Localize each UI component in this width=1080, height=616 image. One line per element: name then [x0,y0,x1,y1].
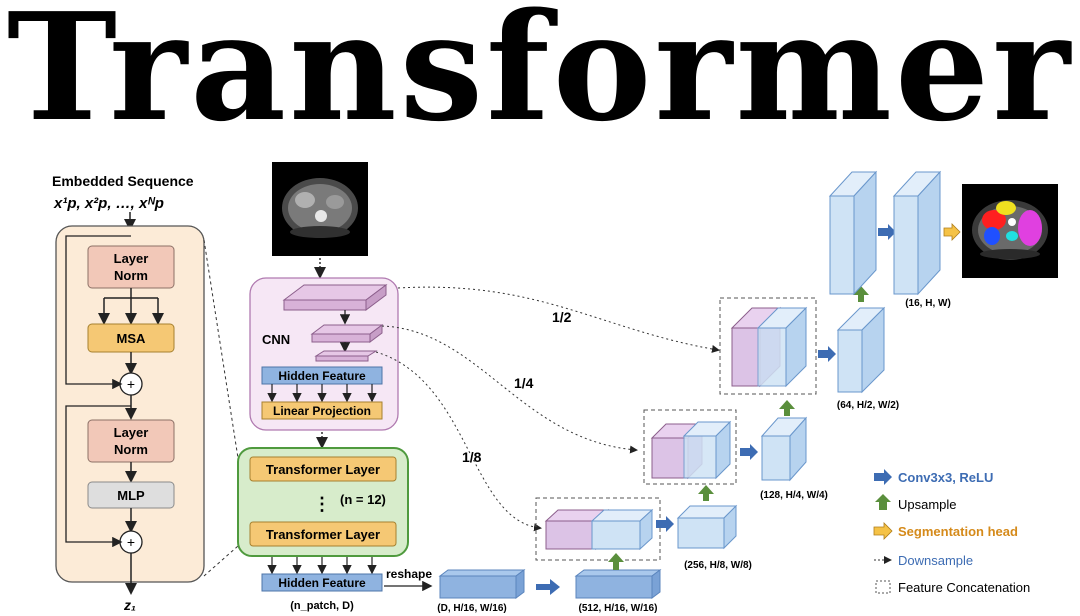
cnn-label: CNN [262,332,290,347]
layer-norm-2-line2: Norm [114,442,148,457]
transformer-repeat: (n = 12) [340,492,386,507]
legend: Conv3x3, ReLU Upsample Segmentation head… [873,469,1030,595]
reshape-label: reshape [386,567,432,581]
page-title: Transformer [6,0,1074,154]
shape-16: (16, H, W) [905,298,951,309]
shape-256: (256, H/8, W/8) [684,560,752,571]
n-patch-shape: (n_patch, D) [290,600,354,612]
legend-concat-label: Feature Concatenation [898,580,1030,595]
legend-upsample-label: Upsample [898,497,957,512]
scale-quarter: 1/4 [514,375,534,391]
plus-2: + [127,534,135,550]
layer-norm-2-line1: Layer [114,425,149,440]
legend-seg-head-icon [873,522,893,540]
layer-norm-1-line1: Layer [114,251,149,266]
transformer-layer-top[interactable] [249,456,397,482]
transformer-block: Transformer Layer ⋮ (n = 12) Transformer… [237,447,409,557]
bottom-hidden-feature-label: Hidden Feature [278,576,366,590]
msa-label: MSA [117,331,147,346]
mlp-label: MLP [117,488,145,503]
legend-downsample-label: Downsample [898,553,973,568]
legend-seg-head-label: Segmentation head [898,524,1018,539]
transformer-layer-bottom-label: Transformer Layer [266,527,380,542]
bottom-hidden-feature[interactable] [261,573,383,592]
transformer-layer-top-label: Transformer Layer [266,462,380,477]
segmentation-output-image [962,184,1058,278]
linear-projection[interactable] [261,401,383,420]
decoder-level-256: (256, H/8, W/8) [535,485,752,571]
shape-128: (128, H/4, W/4) [760,490,828,501]
legend-upsample-icon [875,494,891,510]
encoder-block: Embedded Sequence x¹p, x²p, …, xᴺp Layer… [52,173,205,613]
legend-conv-label: Conv3x3, ReLU [898,470,993,485]
ct-input-image [272,162,368,256]
cnn-block: CNN Hidden Feature Linear Projection [249,277,399,431]
legend-concat-icon [875,580,891,594]
legend-conv-icon [874,469,892,485]
c512-shape: (512, H/16, W/16) [579,603,658,614]
decoder-level-16: (16, H, W) [828,170,961,309]
scale-half: 1/2 [552,309,572,325]
transformer-dots: ⋮ [313,494,331,514]
embedded-sequence-label: Embedded Sequence [52,173,194,189]
plus-1: + [127,376,135,392]
decoder-level-64: (64, H/2, W/2) [719,286,899,411]
linear-projection-label: Linear Projection [273,404,371,418]
sequence-formula: x¹p, x²p, …, xᴺp [53,195,164,212]
scale-eighth: 1/8 [462,449,482,465]
bottom-row: Hidden Feature (n_patch, D) reshape (D, … [261,557,662,614]
shape-64: (64, H/2, W/2) [837,400,899,411]
d-shape: (D, H/16, W/16) [437,603,506,614]
transformer-layer-bottom[interactable] [249,521,397,547]
decoder-level-128: (128, H/4, W/4) [643,400,828,501]
cnn-hidden-feature-label: Hidden Feature [278,369,366,383]
output-z1: z₁ [123,597,136,613]
layer-norm-1-line2: Norm [114,268,148,283]
